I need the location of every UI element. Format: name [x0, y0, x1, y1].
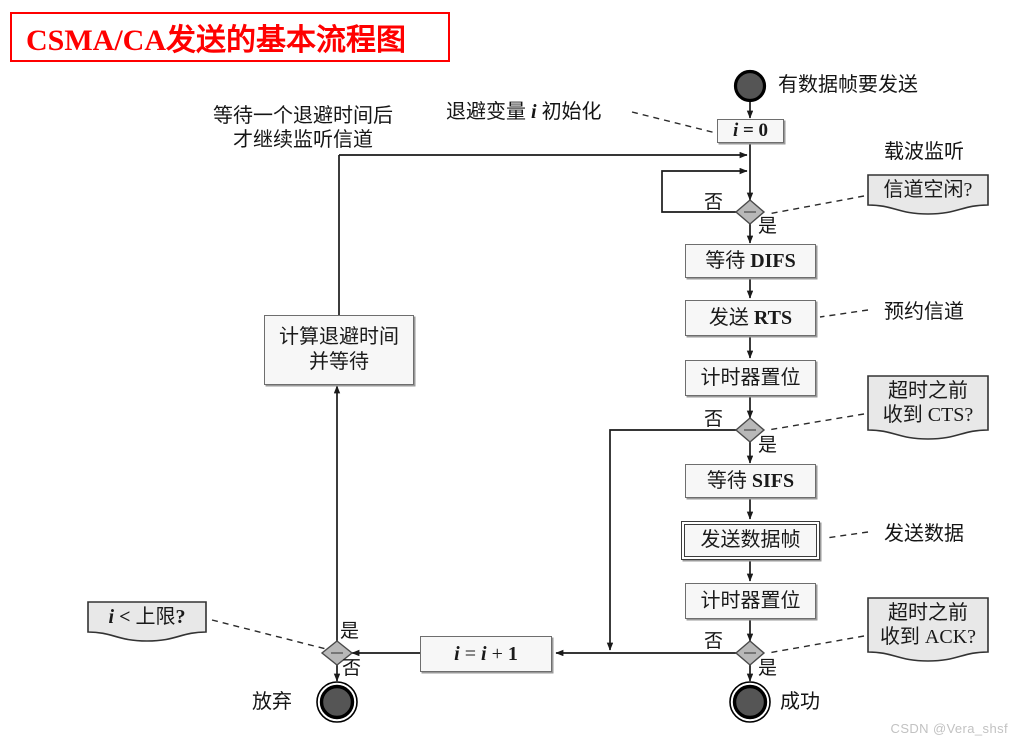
- decision-diamonds: [320, 199, 766, 666]
- end-node-success: [729, 681, 771, 723]
- note-reserve-channel-text: 预约信道: [884, 301, 964, 323]
- leader-init-note: [631, 111, 717, 134]
- diamond-limit-check: [320, 640, 354, 666]
- node-wait-difs-label: 等待 DIFS: [705, 249, 796, 272]
- node-send-data-frame: 发送数据帧: [681, 521, 820, 560]
- edge-sense-no-loop: [661, 167, 748, 213]
- note-send-data: 发送数据: [884, 522, 964, 546]
- note-init-variable-text: 退避变量 i 初始化: [446, 101, 602, 123]
- branch-limit-yes: 是: [340, 620, 359, 643]
- node-backoff-calc-line1: 计算退避时间: [279, 326, 399, 348]
- label-end-success-text: 成功: [780, 691, 820, 713]
- branch-ack-yes-text: 是: [758, 658, 778, 679]
- diamond-cts-received: [734, 417, 766, 443]
- note-backoff-wait-line2: 才继续监听信道: [233, 129, 373, 152]
- label-start-text: 有数据帧要发送: [778, 74, 918, 96]
- diamond-channel-idle: [734, 199, 766, 225]
- node-init: i = 0: [717, 119, 784, 143]
- label-end-abandon: 放弃: [252, 690, 292, 714]
- node-timer-set-1: 计时器置位: [685, 360, 816, 396]
- node-increment-label: i = i + 1: [454, 642, 518, 665]
- branch-cts-no: 否: [704, 408, 723, 431]
- branch-ack-no-text: 否: [704, 631, 724, 652]
- leader-ack-note: [767, 635, 865, 654]
- watermark: CSDN @Vera_shsf: [890, 721, 1008, 736]
- note-reserve-channel: 预约信道: [884, 300, 964, 324]
- note-init-variable: 退避变量 i 初始化: [446, 100, 602, 124]
- branch-limit-no-text: 否: [342, 658, 362, 679]
- label-start: 有数据帧要发送: [778, 73, 918, 97]
- note-send-data-text: 发送数据: [884, 523, 964, 545]
- label-carrier-sense: 载波监听: [884, 140, 964, 164]
- branch-ack-yes: 是: [758, 657, 777, 680]
- note-backoff-wait-line1: 等待一个退避时间后: [213, 105, 393, 127]
- node-increment: i = i + 1: [420, 636, 552, 672]
- branch-sense-yes-text: 是: [758, 216, 778, 237]
- node-backoff-calc-line2: 并等待: [309, 351, 369, 373]
- end-node-abandon: [316, 681, 358, 723]
- start-node: [733, 69, 767, 103]
- leader-reserve-channel: [819, 309, 869, 318]
- label-end-abandon-text: 放弃: [252, 691, 292, 713]
- node-timer-set-2-label: 计时器置位: [700, 589, 801, 612]
- branch-limit-no: 否: [342, 657, 361, 680]
- label-carrier-sense-text: 载波监听: [884, 141, 964, 163]
- page-title: CSMA/CA发送的基本流程图: [10, 12, 450, 62]
- node-send-rts-label: 发送 RTS: [708, 306, 793, 329]
- diamond-ack-received: [734, 640, 766, 666]
- leader-send-data-note: [825, 531, 869, 539]
- node-wait-difs: 等待 DIFS: [685, 244, 816, 278]
- node-timer-set-2: 计时器置位: [685, 583, 816, 619]
- node-wait-sifs: 等待 SIFS: [685, 464, 816, 498]
- node-send-rts: 发送 RTS: [685, 300, 816, 336]
- node-send-data-frame-label: 发送数据帧: [700, 529, 801, 551]
- node-timer-set-1-label: 计时器置位: [700, 366, 801, 389]
- leader-cts-note: [767, 413, 865, 431]
- node-init-label: i = 0: [732, 120, 769, 142]
- branch-sense-no: 否: [704, 191, 723, 214]
- edge-cts-no: [606, 429, 736, 651]
- branch-cts-yes: 是: [758, 434, 777, 457]
- branch-ack-no: 否: [704, 630, 723, 653]
- branch-cts-yes-text: 是: [758, 435, 778, 456]
- leader-channel-idle: [767, 195, 865, 215]
- page-title-text: CSMA/CA发送的基本流程图: [26, 24, 406, 57]
- node-backoff-calc: 计算退避时间 并等待: [264, 315, 414, 385]
- note-backoff-wait: 等待一个退避时间后 才继续监听信道: [198, 104, 408, 153]
- leader-limit-note: [211, 619, 331, 651]
- branch-sense-yes: 是: [758, 215, 777, 238]
- branch-cts-no-text: 否: [704, 409, 724, 430]
- branch-limit-yes-text: 是: [340, 621, 360, 642]
- branch-sense-no-text: 否: [704, 192, 724, 213]
- label-end-success: 成功: [780, 690, 820, 714]
- node-wait-sifs-label: 等待 SIFS: [706, 469, 795, 492]
